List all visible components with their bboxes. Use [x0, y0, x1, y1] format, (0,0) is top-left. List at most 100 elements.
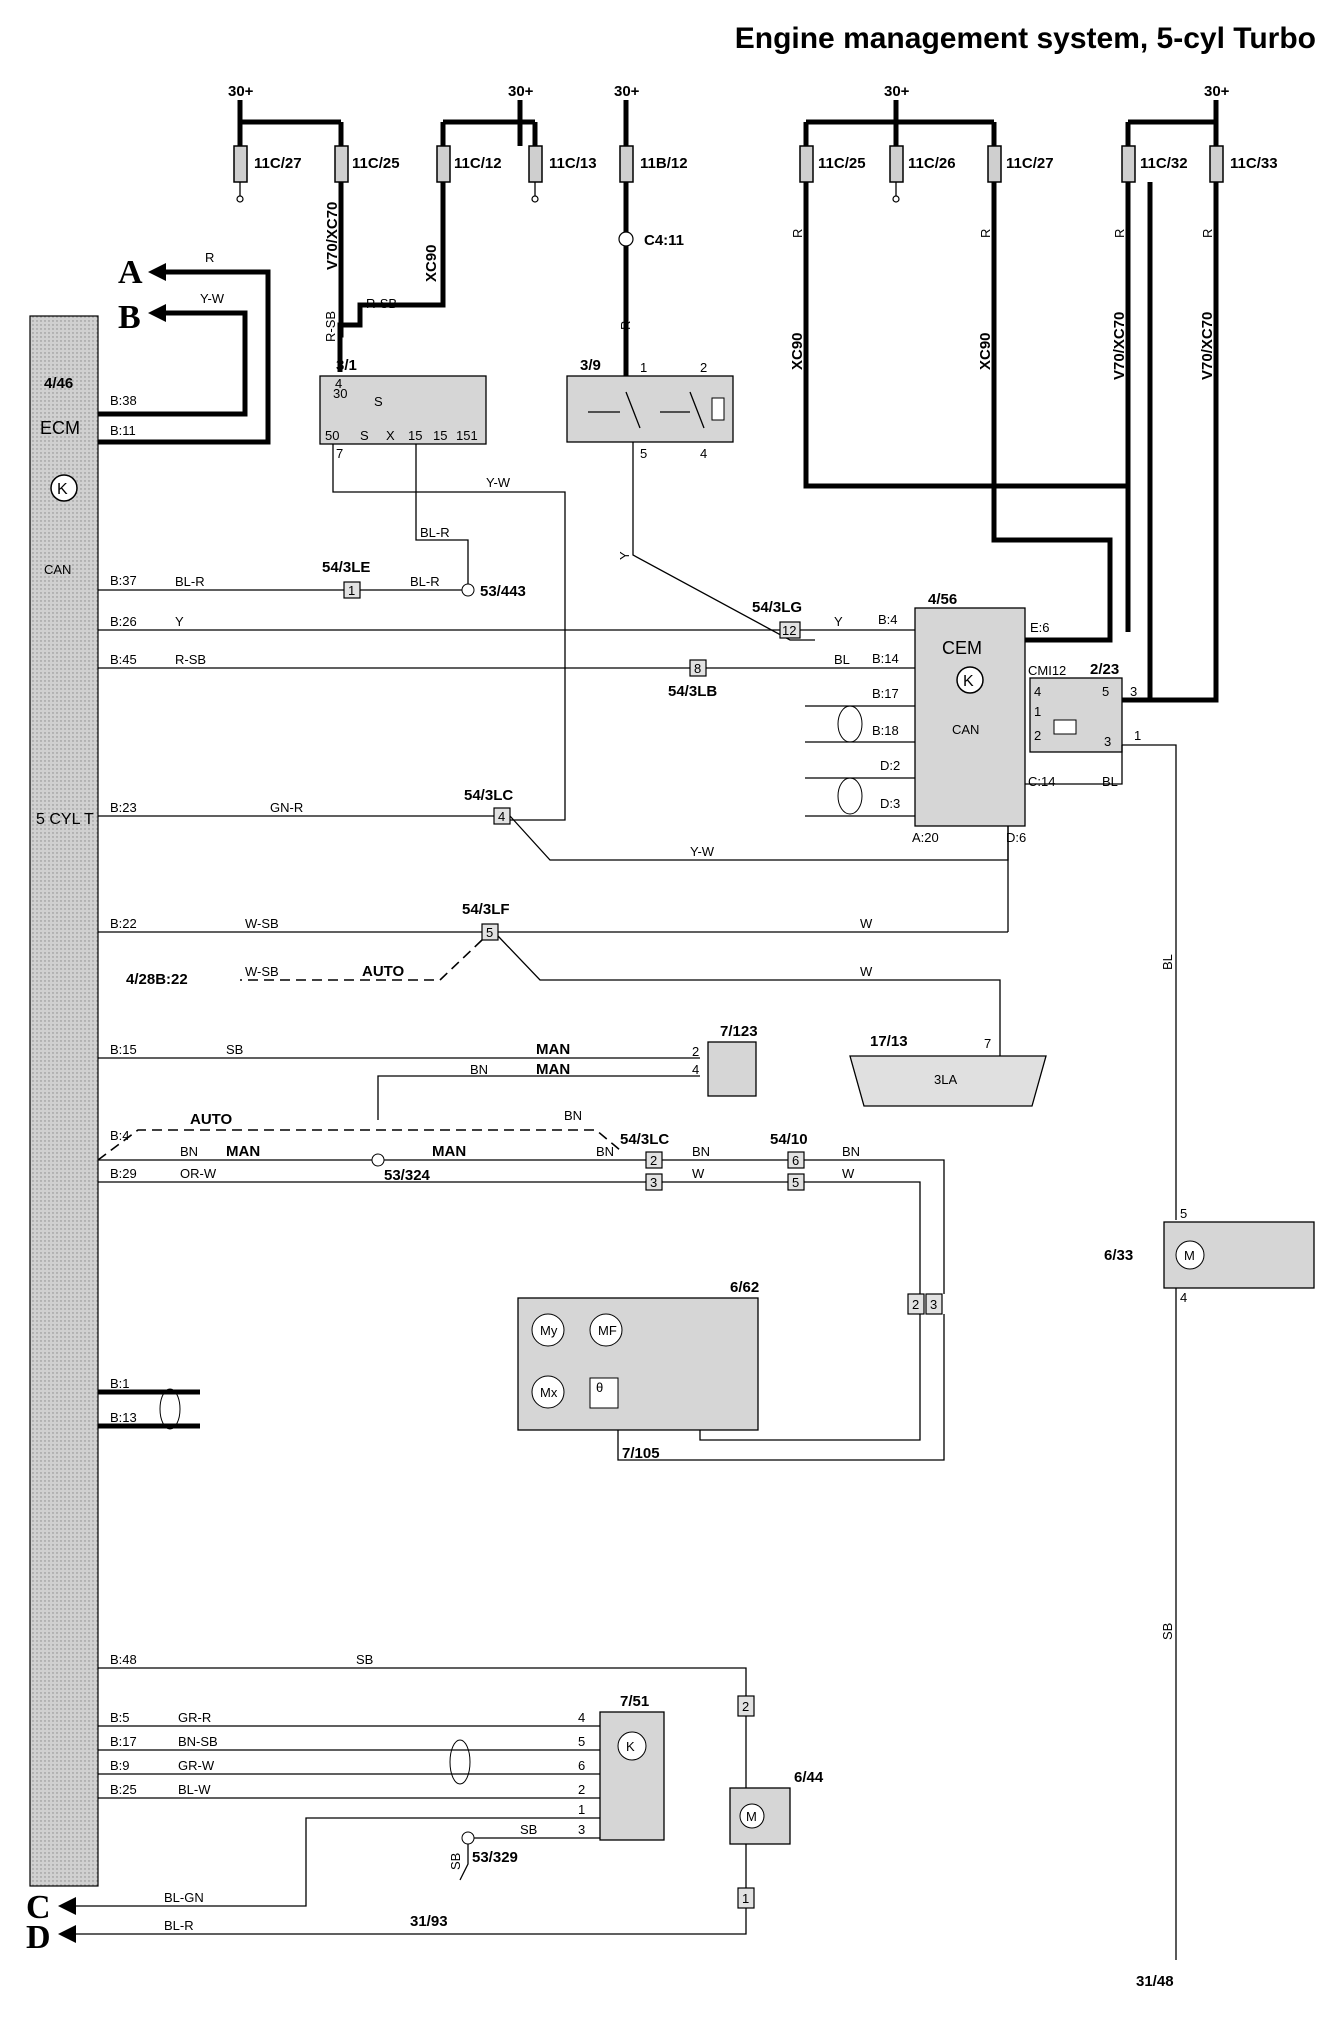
diagram-label: Y-W — [200, 291, 225, 306]
diagram-label: θ — [596, 1380, 603, 1395]
diagram-label: 11C/25 — [818, 155, 866, 172]
diagram-label: 5 — [1102, 684, 1109, 699]
diagram-label: 54/3LG — [752, 599, 802, 616]
fuse-11c27-a: 30+ 11C/27 — [228, 83, 302, 203]
diagram-label: 6/33 — [1104, 1247, 1133, 1264]
diagram-label: OR-W — [180, 1166, 217, 1181]
diagram-label: 2 — [650, 1153, 657, 1168]
edge-refs-bottom: C BL-GN D BL-R — [26, 1889, 204, 1956]
diagram-label: 3 — [930, 1297, 937, 1312]
diagram-label: 7 — [336, 446, 343, 461]
diagram-label: W-SB — [245, 916, 279, 931]
diagram-label: 30+ — [884, 83, 910, 100]
diagram-label: 50 — [325, 428, 339, 443]
diagram-label: BN — [470, 1062, 488, 1077]
diagram-label: Y-W — [486, 475, 511, 490]
diagram-label: 2 — [1034, 728, 1041, 743]
diagram-label: B:45 — [110, 652, 137, 667]
diagram-label: CAN — [952, 722, 979, 737]
fuse-group: 30+ 11C/27 11C/25 30+ 11C/12 11C/13 30+ … — [228, 83, 1278, 203]
diagram-label: Y — [617, 551, 632, 560]
diagram-label: 1 — [1134, 728, 1141, 743]
diagram-label: 5 — [486, 925, 493, 940]
diagram-label: 3 — [1104, 734, 1111, 749]
sensor-7123: 7/123 2 4 — [692, 1023, 758, 1097]
diagram-label: B:25 — [110, 1782, 137, 1797]
diagram-label: 54/3LC — [464, 787, 513, 804]
relay-223: 2/23 4 1 2 5 3 1 3 — [1029, 661, 1141, 753]
diagram-label: E:6 — [1030, 620, 1050, 635]
diagram-label: M — [1184, 1248, 1195, 1263]
diagram-label: 2 — [700, 360, 707, 375]
diagram-label: W — [860, 916, 873, 931]
diagram-label: BN — [596, 1144, 614, 1159]
diagram-label: 15 — [408, 428, 422, 443]
diagram-label: D:6 — [1006, 830, 1026, 845]
diagram-label: 2/23 — [1090, 661, 1119, 678]
ref-D: D — [26, 1919, 51, 1956]
diagram-label: GN-R — [270, 800, 303, 815]
diagram-label: R-SB — [366, 296, 397, 311]
diagram-label: 54/3LE — [322, 559, 370, 576]
diagram-label: B:5 — [110, 1710, 130, 1725]
throttle-unit-662: 6/62 My MF Mx θ 2 3 7/105 — [517, 1279, 945, 1462]
fuse-11b12: 30+ 11B/12 — [614, 83, 688, 183]
diagram-label: V70/XC70 — [1111, 312, 1128, 380]
diagram-label: 4 — [578, 1710, 585, 1725]
motor-633: BL BL 6/33 5 4 M SB 31/48 — [1025, 744, 1315, 1990]
ignition-switch: R-SB V70/XC70 XC90 R-SB 3/1 4 30 S 50 S … — [319, 182, 566, 821]
diagram-label: BN — [180, 1144, 198, 1159]
fuse-label: 11C/27 — [254, 155, 302, 172]
diagram-label: MAN — [536, 1041, 570, 1058]
diagram-label: 54/10 — [770, 1131, 808, 1148]
diagram-label: Y — [834, 614, 843, 629]
diagram-label: R-SB — [175, 652, 206, 667]
diagram-label: B:48 — [110, 1652, 137, 1667]
diagram-label: BN — [842, 1144, 860, 1159]
diagram-label: AUTO — [362, 963, 405, 980]
diagram-label: 7/123 — [720, 1023, 758, 1040]
fuse-11c25-a: 11C/25 — [240, 119, 400, 183]
diagram-label: 3/9 — [580, 357, 601, 374]
cem-module: 4/56 CEM K CAN B:4 B:14 B:17 B:18 D:2 D:… — [805, 591, 1066, 845]
diagram-label: R — [1200, 229, 1215, 238]
diagram-label: 15 — [433, 428, 447, 443]
diagram-label: B:4 — [110, 1128, 130, 1143]
ref-A: A — [118, 254, 143, 291]
module-751: B:48 SB 2 7/51 K B:5 GR-R 4 B:17 BN-SB 5… — [98, 1652, 824, 1935]
diagram-label: SB — [356, 1652, 373, 1667]
diagram-label: 4/28B:22 — [126, 971, 188, 988]
diagram-label: R — [205, 250, 214, 265]
diagram-label: W — [860, 964, 873, 979]
diagram-label: B:4 — [878, 612, 898, 627]
diagram-label: A:20 — [912, 830, 939, 845]
diagram-label: 6 — [792, 1153, 799, 1168]
fuse-11c32: 30+ 11C/32 11C/33 — [1121, 83, 1278, 183]
diagram-label: S — [374, 394, 383, 409]
fuse-11c12: 30+ 11C/12 11C/13 — [436, 83, 597, 203]
diagram-label: B:26 — [110, 614, 137, 629]
diagram-label: 53/443 — [480, 583, 526, 600]
diagram-label: B:38 — [110, 393, 137, 408]
diagram-label: 17/13 — [870, 1033, 908, 1050]
k-symbol: K — [57, 481, 68, 498]
diagram-label: 11C/33 — [1230, 155, 1278, 172]
diagram-label: 4 — [692, 1062, 699, 1077]
diagram-label: 6 — [578, 1758, 585, 1773]
diagram-label: AUTO — [190, 1111, 233, 1128]
diagram-label: 30+ — [1204, 83, 1230, 100]
diagram-label: B:13 — [110, 1410, 137, 1425]
diagram-label: B:17 — [872, 686, 899, 701]
diagram-label: 53/329 — [472, 1849, 518, 1866]
diagram-label: 54/3LB — [668, 683, 717, 700]
diagram-label: R — [1112, 229, 1127, 238]
diagram-label: 30 — [333, 386, 347, 401]
diagram-label: M — [746, 1809, 757, 1824]
diagram-label: 151 — [456, 428, 478, 443]
diagram-label: X — [386, 428, 395, 443]
diagram-label: C:14 — [1028, 774, 1055, 789]
ref-B: B — [118, 299, 141, 336]
diagram-label: 12 — [782, 623, 796, 638]
